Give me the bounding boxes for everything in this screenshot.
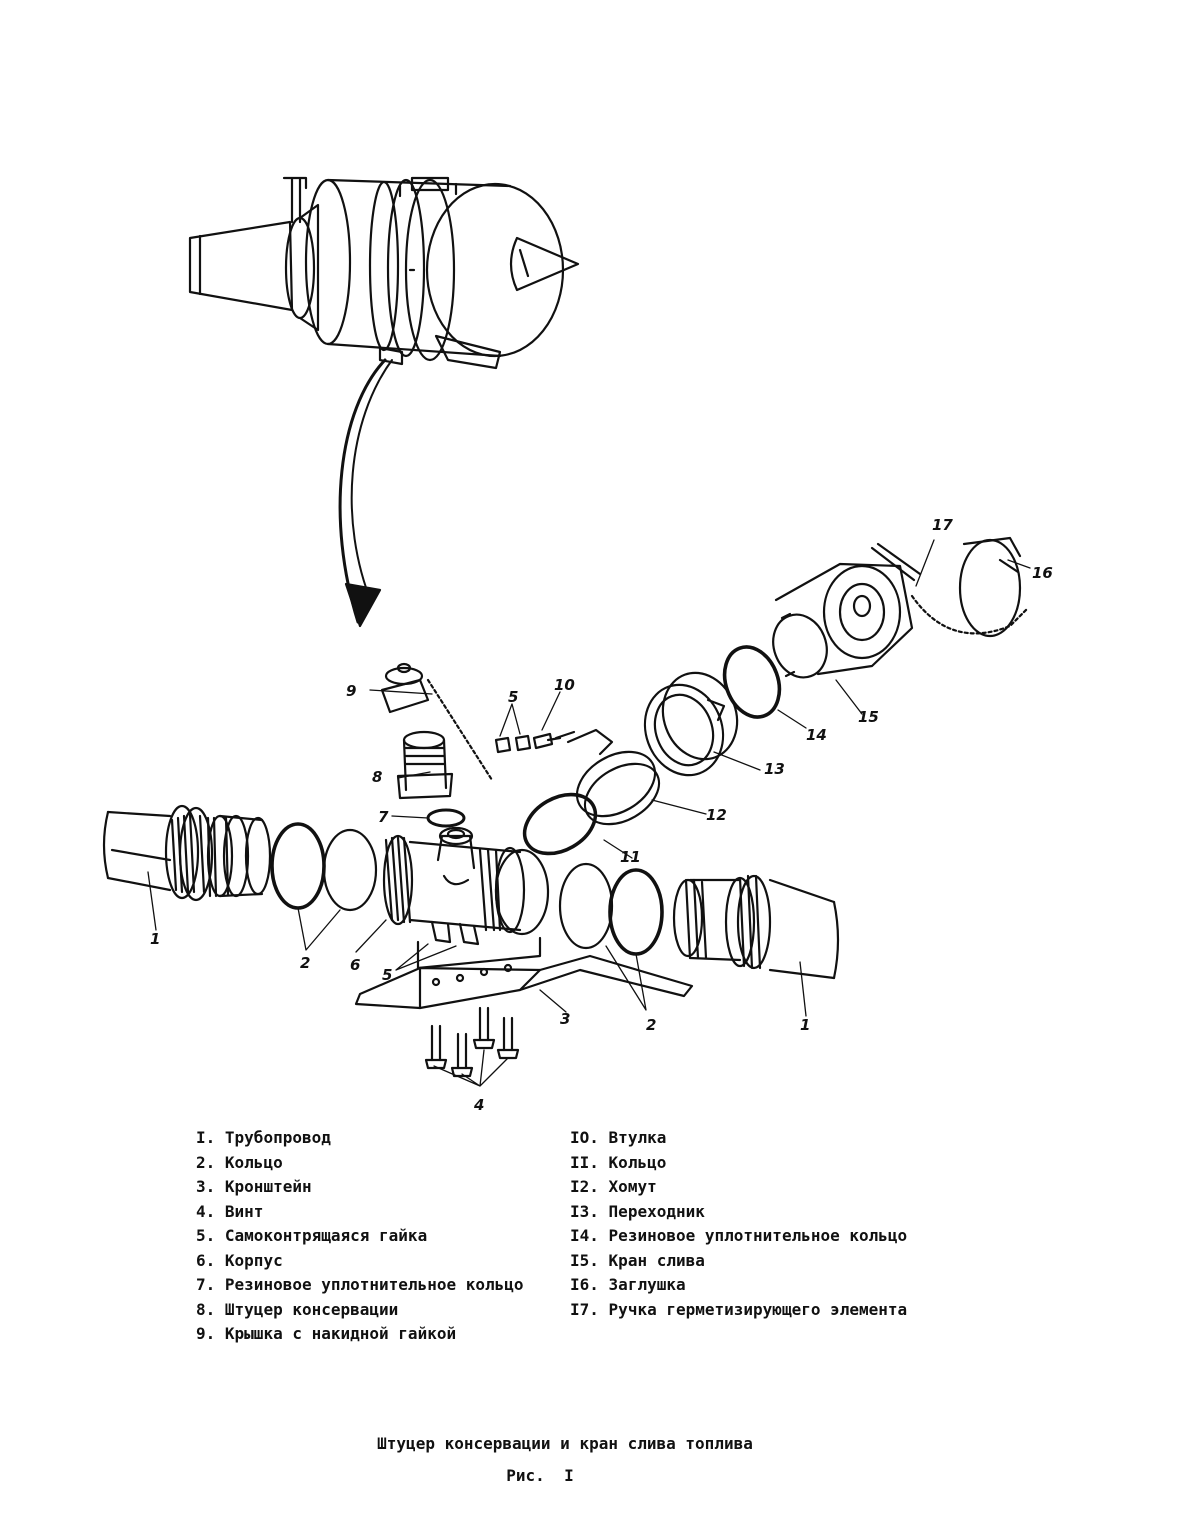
ring-14: [722, 645, 782, 719]
nipple-8: [396, 730, 454, 800]
callout-5-bottom: 5: [382, 966, 392, 984]
legend-left: I. Трубопровод 2. Кольцо 3. Кронштейн 4.…: [196, 1126, 524, 1347]
legend-item: I2. Хомут: [570, 1177, 657, 1196]
callout-8: 8: [372, 768, 382, 786]
exploded-diagram: 1 2 6 5 3 2 1 4 7 8 9 5 10 11 12 13 14 1…: [102, 176, 1053, 1110]
pointer-arrow: [338, 358, 393, 628]
ring-2-right-a: [558, 862, 614, 950]
legend-item: 2. Кольцо: [196, 1152, 283, 1172]
legend-item: 3. Кронштейн: [196, 1177, 312, 1196]
ring-2-left-b: [322, 828, 378, 912]
legend-item: I5. Кран слива: [570, 1250, 705, 1270]
nuts-bushing: [494, 732, 554, 754]
legend-item: 4. Винт: [196, 1201, 264, 1221]
drain-valve-15: [772, 542, 922, 679]
callout-4: 4: [473, 1096, 484, 1110]
legend-item: I6. Заглушка: [570, 1275, 686, 1294]
legend-item: I3. Переходник: [570, 1201, 705, 1221]
callout-6: 6: [350, 956, 360, 974]
callout-10: 10: [554, 676, 575, 694]
legend-item: I7. Ручка герметизирующего элемента: [570, 1299, 908, 1319]
callout-11: 11: [620, 848, 641, 866]
legend-item: 7. Резиновое уплотнительное кольцо: [196, 1275, 524, 1294]
cap-9: [380, 662, 494, 782]
legend-item: I4. Резиновое уплотнительное кольцо: [570, 1226, 908, 1245]
figure-number: Рис. I: [506, 1466, 574, 1485]
legend-item: 6. Корпус: [196, 1250, 283, 1270]
clamp-12: [546, 728, 661, 826]
legend-right: IO. Втулка II. Кольцо I2. Хомут I3. Пере…: [570, 1126, 907, 1322]
pipe-left: [102, 804, 272, 902]
legend-item: I. Трубопровод: [196, 1128, 331, 1147]
ring-2-right-b: [608, 868, 664, 956]
callout-16: 16: [1032, 564, 1053, 582]
callout-15: 15: [858, 708, 879, 726]
ring-11: [522, 792, 598, 856]
callout-1-right: 1: [800, 1016, 810, 1034]
callout-17: 17: [932, 516, 953, 534]
ring-2-left-a: [270, 822, 326, 910]
legend-item: 5. Самоконтрящаяся гайка: [196, 1226, 428, 1245]
legend-item: IO. Втулка: [570, 1128, 667, 1147]
callout-2-right: 2: [646, 1016, 656, 1034]
callout-1-left: 1: [150, 930, 160, 948]
callout-5-top: 5: [508, 688, 518, 706]
plug-16: [910, 536, 1030, 638]
screws-4: [424, 1006, 520, 1078]
callout-14: 14: [806, 726, 827, 744]
callout-9: 9: [346, 682, 356, 700]
leader-lines: [147, 539, 1031, 1087]
legend-item: 8. Штуцер консервации: [196, 1299, 399, 1319]
legend-item: II. Кольцо: [570, 1152, 667, 1172]
callout-13: 13: [764, 760, 785, 778]
ring-7: [426, 808, 466, 828]
bracket-3: [354, 936, 694, 1010]
engine-illustration: [188, 176, 580, 370]
figure-caption-title: Штуцер консервации и кран слива топлива: [377, 1434, 753, 1453]
pipe-right: [672, 874, 840, 980]
body-6: [382, 826, 550, 946]
callout-12: 12: [706, 806, 727, 824]
legend-item: 9. Крышка с накидной гайкой: [196, 1324, 457, 1343]
callout-2-left: 2: [300, 954, 310, 972]
callout-3: 3: [560, 1010, 570, 1028]
callout-7: 7: [378, 808, 389, 826]
